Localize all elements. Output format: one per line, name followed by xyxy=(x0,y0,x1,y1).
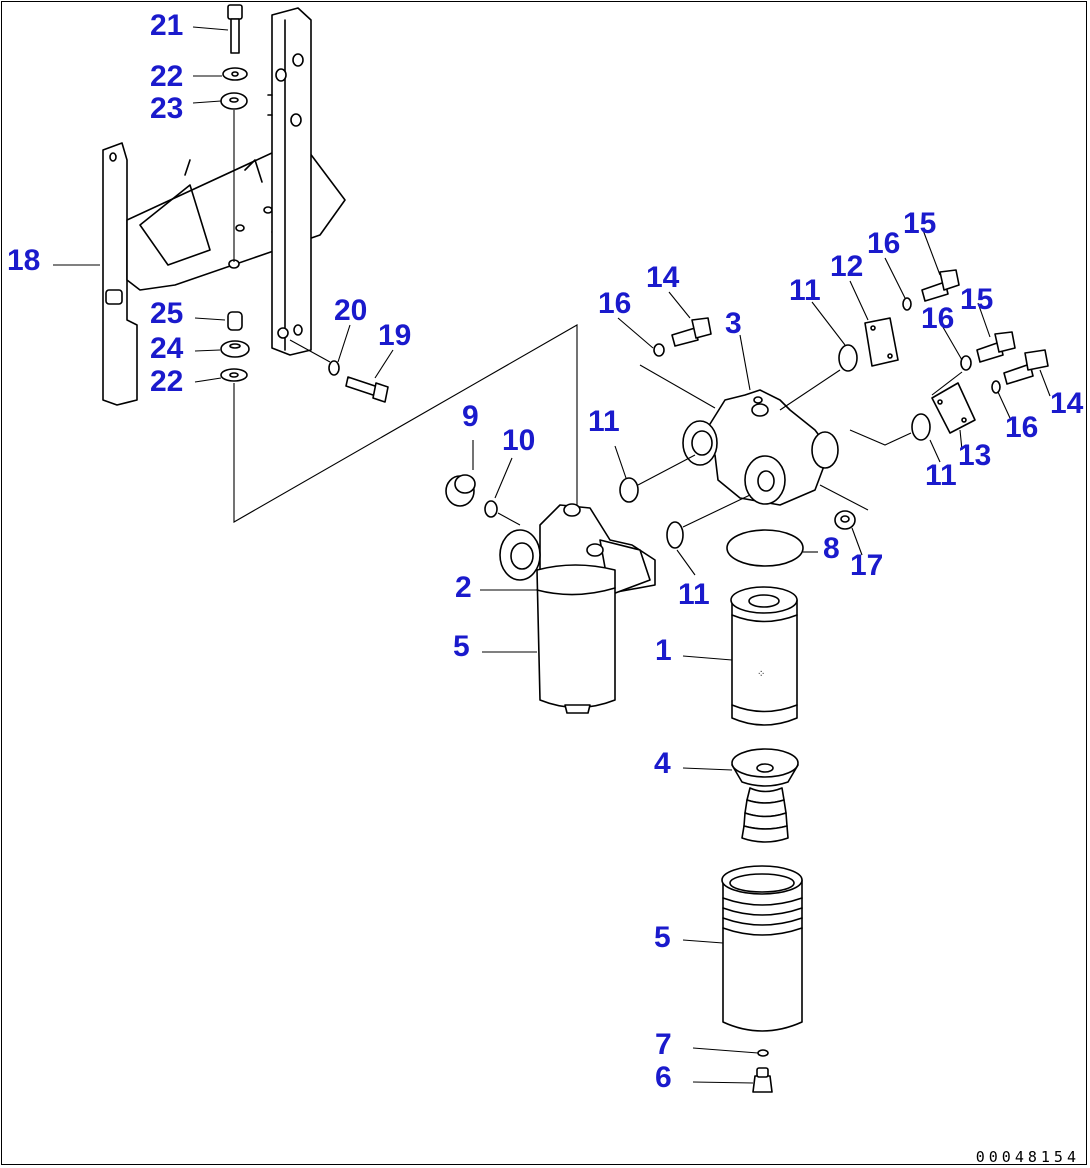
o-ring-11-a xyxy=(838,344,858,372)
callout-15-a: 15 xyxy=(903,207,936,240)
callout-12: 12 xyxy=(830,250,863,283)
callout-8: 8 xyxy=(823,532,840,565)
washer-16-a xyxy=(653,343,665,357)
filter-case-5-left xyxy=(536,564,616,714)
callout-14-b: 14 xyxy=(1050,387,1084,420)
filter-element-1: ⁘ xyxy=(730,586,798,726)
bolt-15-a xyxy=(921,269,960,302)
callout-20: 20 xyxy=(334,294,367,327)
o-ring-8 xyxy=(726,529,804,567)
callout-16-b: 16 xyxy=(867,227,900,260)
callout-5-right: 5 xyxy=(654,921,671,954)
callout-24: 24 xyxy=(150,332,184,365)
callout-10: 10 xyxy=(502,424,535,457)
callout-9: 9 xyxy=(462,400,479,433)
washer-16-c xyxy=(960,355,972,371)
callout-labels: 21 22 23 18 25 24 22 20 19 9 10 2 5 14 1… xyxy=(7,9,1084,1094)
callout-2: 2 xyxy=(455,571,472,604)
o-ring-10 xyxy=(484,500,498,518)
o-ring-11-c xyxy=(666,521,684,549)
washer-16-d xyxy=(991,380,1001,394)
callout-25: 25 xyxy=(150,297,183,330)
callout-17: 17 xyxy=(850,549,883,582)
callout-11-c: 11 xyxy=(678,578,710,611)
o-ring-11-b xyxy=(619,477,639,503)
callout-4: 4 xyxy=(654,747,671,780)
drain-plug-6 xyxy=(752,1067,773,1093)
svg-text:⁘: ⁘ xyxy=(757,669,765,680)
callout-11-b: 11 xyxy=(588,405,620,438)
o-ring-11-d xyxy=(911,413,931,441)
callout-21: 21 xyxy=(150,9,183,42)
bolt-19 xyxy=(345,376,389,403)
filter-head-3 xyxy=(682,389,839,506)
callout-14-a: 14 xyxy=(646,261,680,294)
cushion-24 xyxy=(220,340,250,358)
callout-3: 3 xyxy=(725,307,742,340)
callout-5-left: 5 xyxy=(453,630,470,663)
mounting-bracket xyxy=(102,7,346,406)
callout-11-a: 11 xyxy=(789,274,821,307)
bolt-14-a xyxy=(671,317,712,347)
callout-23: 23 xyxy=(150,92,183,125)
flange-12 xyxy=(864,317,899,367)
drawing-number: 00048154 xyxy=(975,1148,1080,1166)
flange-13 xyxy=(931,382,976,434)
bolt-15-b xyxy=(976,331,1016,363)
filter-case-5-right xyxy=(721,865,803,1032)
bolt-14-b xyxy=(1003,349,1049,385)
bolt-21 xyxy=(227,4,243,54)
plug-17 xyxy=(834,510,856,530)
collar-25 xyxy=(227,311,243,331)
callout-13: 13 xyxy=(958,439,991,472)
callout-6: 6 xyxy=(655,1061,672,1094)
callout-16-c: 16 xyxy=(921,302,954,335)
spring-seat-4 xyxy=(731,748,799,843)
callout-16-a: 16 xyxy=(598,287,631,320)
callout-19: 19 xyxy=(378,319,411,352)
callout-22-bottom: 22 xyxy=(150,365,183,398)
callout-18: 18 xyxy=(7,244,40,277)
callout-22-top: 22 xyxy=(150,60,183,93)
washer-20 xyxy=(328,360,340,376)
callout-7: 7 xyxy=(655,1028,672,1061)
callout-15-b: 15 xyxy=(960,283,993,316)
o-ring-7 xyxy=(757,1049,769,1057)
plug-9 xyxy=(445,474,476,507)
callout-11-d: 11 xyxy=(925,459,957,492)
washer-16-b xyxy=(902,297,912,311)
callout-16-d: 16 xyxy=(1005,411,1038,444)
callout-1: 1 xyxy=(655,634,672,667)
